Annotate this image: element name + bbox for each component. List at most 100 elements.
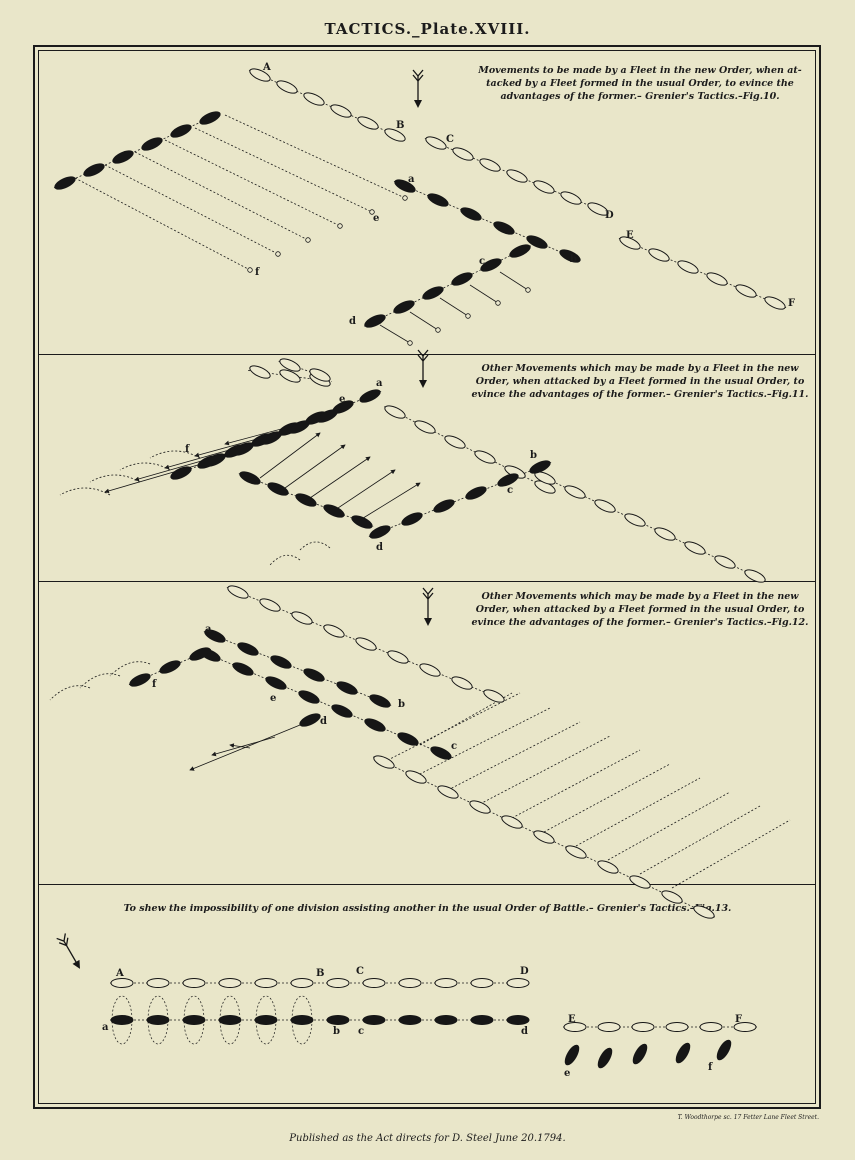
plate-border-inner — [38, 50, 816, 1104]
position-label: D — [520, 966, 529, 977]
ship-new-order — [493, 221, 515, 235]
ship-usual-order — [279, 369, 301, 383]
ship-usual-order — [764, 296, 786, 310]
position-label: e — [564, 1068, 570, 1079]
position-label: b — [570, 254, 577, 265]
ship-new-order — [369, 525, 391, 539]
ship-usual-order — [470, 978, 494, 988]
course-line — [639, 805, 761, 875]
course-line — [393, 180, 582, 262]
ship-usual-order — [362, 978, 386, 988]
ship-usual-order — [384, 405, 406, 419]
position-label: c — [451, 741, 457, 752]
course-line — [543, 763, 671, 833]
ship-usual-order — [665, 1022, 689, 1032]
position-label: b — [398, 699, 405, 710]
wind-arrow-icon — [422, 587, 434, 626]
ship-usual-order — [693, 905, 715, 919]
ship-new-order — [434, 1015, 458, 1025]
course-arrow — [359, 482, 421, 521]
course-endpoint — [407, 340, 413, 346]
position-label: e — [373, 213, 379, 224]
position-label: d — [320, 716, 327, 727]
ship-usual-order — [110, 978, 134, 988]
tack-arc — [119, 462, 171, 471]
ship-new-order — [497, 473, 519, 487]
ship-usual-order — [398, 978, 422, 988]
course-line — [194, 127, 373, 213]
ship-new-order — [270, 655, 292, 669]
ship-usual-order — [249, 365, 271, 379]
ship-usual-order — [587, 202, 609, 216]
course-line — [607, 791, 731, 861]
ship-new-order — [430, 746, 452, 760]
wind-arrow-icon — [412, 69, 424, 108]
ship-new-order — [364, 314, 386, 328]
ship-new-order — [159, 660, 181, 674]
course-endpoint — [247, 267, 253, 273]
ship-new-order — [316, 409, 338, 423]
course-line — [671, 819, 791, 889]
position-label: a — [102, 1022, 109, 1033]
manoeuvre-circle — [255, 995, 277, 1045]
ship-new-order — [460, 207, 482, 221]
course-line — [364, 245, 531, 327]
position-label: B — [396, 120, 404, 131]
position-label: a — [205, 624, 212, 635]
fig13-caption: To shew the impossibility of one divisio… — [123, 903, 732, 914]
manoeuvre-circle — [219, 995, 241, 1045]
ship-new-order — [303, 668, 325, 682]
ship-usual-order — [218, 978, 242, 988]
ship-new-order — [675, 1042, 691, 1064]
ship-new-order — [112, 150, 134, 164]
position-label: f — [185, 444, 190, 455]
course-line — [368, 462, 552, 537]
ship-usual-order — [330, 104, 352, 118]
ship-new-order — [288, 420, 310, 434]
position-label: f — [152, 679, 157, 690]
ship-new-order — [369, 694, 391, 708]
ship-usual-order — [735, 284, 757, 298]
ship-new-order — [336, 681, 358, 695]
ship-usual-order — [563, 1022, 587, 1032]
ship-new-order — [254, 1015, 278, 1025]
ship-usual-order — [648, 248, 670, 262]
ship-new-order — [331, 704, 353, 718]
tack-arc — [269, 554, 301, 566]
ship-usual-order — [227, 585, 249, 599]
course-arrow — [229, 743, 251, 749]
course-arrow — [334, 469, 396, 511]
ship-usual-order — [629, 875, 651, 889]
manoeuvre-circle — [183, 995, 205, 1045]
ship-usual-order — [146, 978, 170, 988]
course-line — [618, 238, 787, 308]
ship-new-order — [204, 453, 226, 467]
position-label: F — [788, 298, 795, 309]
ship-usual-order — [414, 420, 436, 434]
course-arrow — [259, 432, 321, 479]
tack-arc — [79, 673, 121, 689]
ship-new-order — [218, 1015, 242, 1025]
ship-usual-order — [560, 191, 582, 205]
ship-usual-order — [387, 650, 409, 664]
ship-usual-order — [744, 569, 766, 583]
ship-new-order — [470, 1015, 494, 1025]
ship-new-order — [189, 647, 211, 661]
tack-arc — [59, 487, 111, 496]
course-line — [379, 324, 411, 344]
engraver-credit: T. Woodthorpe sc. 17 Fetter Lane Fleet S… — [677, 1114, 819, 1121]
ship-new-order — [199, 111, 221, 125]
manoeuvre-circle — [111, 995, 133, 1045]
ship-new-order — [427, 193, 449, 207]
position-label: b — [530, 450, 537, 461]
ship-usual-order — [452, 147, 474, 161]
course-line — [164, 139, 341, 227]
position-label: b — [333, 1026, 340, 1037]
position-label: c — [479, 256, 485, 267]
ship-usual-order — [405, 770, 427, 784]
course-arrow — [309, 456, 371, 499]
ship-new-order — [509, 244, 531, 258]
course-line — [224, 114, 406, 199]
course-line — [104, 164, 279, 255]
